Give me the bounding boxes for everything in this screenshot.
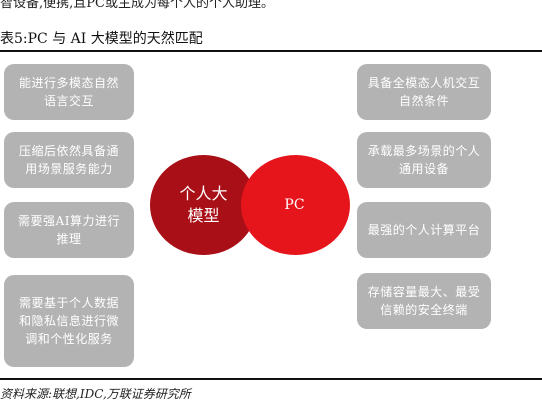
personal-model-label: 个人大模型 [179, 184, 228, 225]
intro-text: 智设备,便携,且PC或主成为每个人的个人助理。 [0, 0, 274, 11]
personal-model-circle: 个人大模型 [150, 155, 257, 255]
right-item-4: 存储容量最大、最受信赖的安全终端 [357, 273, 491, 329]
top-rule [0, 50, 542, 52]
right-item-2: 承载最多场景的个人通用设备 [357, 132, 491, 188]
left-item-1: 能进行多模态自然语言交互 [4, 64, 134, 120]
left-item-2: 压缩后依然具备通用场景服务能力 [4, 132, 134, 188]
left-item-3: 需要强AI算力进行推理 [4, 202, 134, 258]
pc-circle: PC [241, 155, 350, 255]
right-item-1: 具备全模态人机交互自然条件 [357, 64, 491, 120]
left-item-4: 需要基于个人数据和隐私信息进行微调和个性化服务 [4, 275, 134, 367]
figure-caption: 表5:PC 与 AI 大模型的天然匹配 [0, 31, 203, 47]
source-note: 资料来源:联想,IDC,万联证券研究所 [0, 387, 191, 401]
bottom-rule [0, 378, 542, 380]
pc-label: PC [284, 197, 305, 213]
right-item-3: 最强的个人计算平台 [357, 202, 491, 258]
